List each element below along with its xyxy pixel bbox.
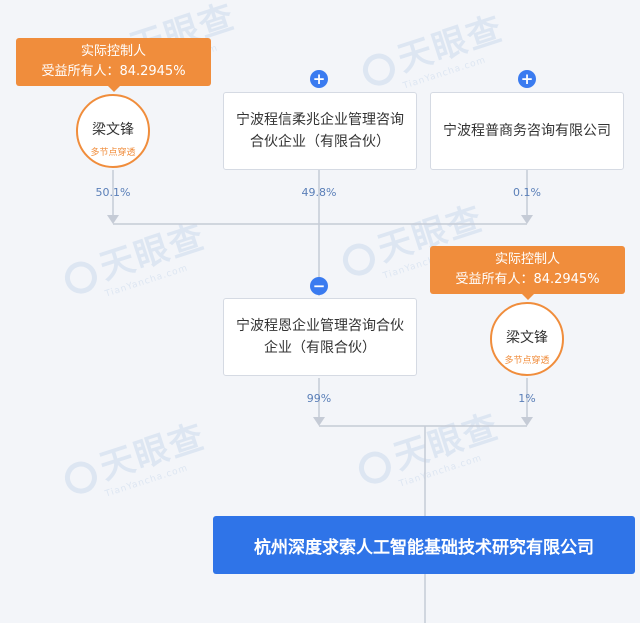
controller-title: 实际控制人 [80,44,146,59]
beneficiary-percent: 受益所有人：84.2945% [455,272,600,287]
arrow-icon [521,215,533,224]
controller-tag: 实际控制人 受益所有人：84.2945% [430,246,625,300]
share-percent: 1% [518,392,536,405]
share-percent: 50.1% [95,186,131,199]
expand-toggle-button[interactable]: + [518,70,536,88]
arrow-icon [313,417,325,426]
share-percent: 49.8% [301,186,337,199]
target-company-node[interactable]: 杭州深度求索人工智能基础技术研究有限公司 [213,516,635,574]
expand-toggle-button[interactable]: + [310,70,328,88]
arrow-icon [521,417,533,426]
arrow-icon [107,215,119,224]
penetration-label: 多节点穿透 [90,148,136,158]
controller-tag: 实际控制人 受益所有人：84.2945% [16,38,211,92]
collapse-toggle-button[interactable]: − [310,277,328,295]
beneficiary-percent: 受益所有人：84.2945% [41,64,186,79]
shareholder-node[interactable]: 宁波程普商务咨询有限公司 [430,92,624,170]
share-percent: 99% [306,392,332,405]
person-name: 梁文锋 [506,330,548,346]
person-node[interactable]: 梁文锋 多节点穿透 [490,302,564,376]
shareholder-node[interactable]: 宁波程恩企业管理咨询合伙企业（有限合伙） [223,298,417,376]
person-node[interactable]: 梁文锋 多节点穿透 [76,94,150,168]
penetration-label: 多节点穿透 [504,356,550,366]
controller-title: 实际控制人 [494,252,560,267]
share-percent: 0.1% [513,186,541,199]
shareholder-node[interactable]: 宁波程信柔兆企业管理咨询合伙企业（有限合伙） [223,92,417,170]
person-name: 梁文锋 [92,122,134,138]
